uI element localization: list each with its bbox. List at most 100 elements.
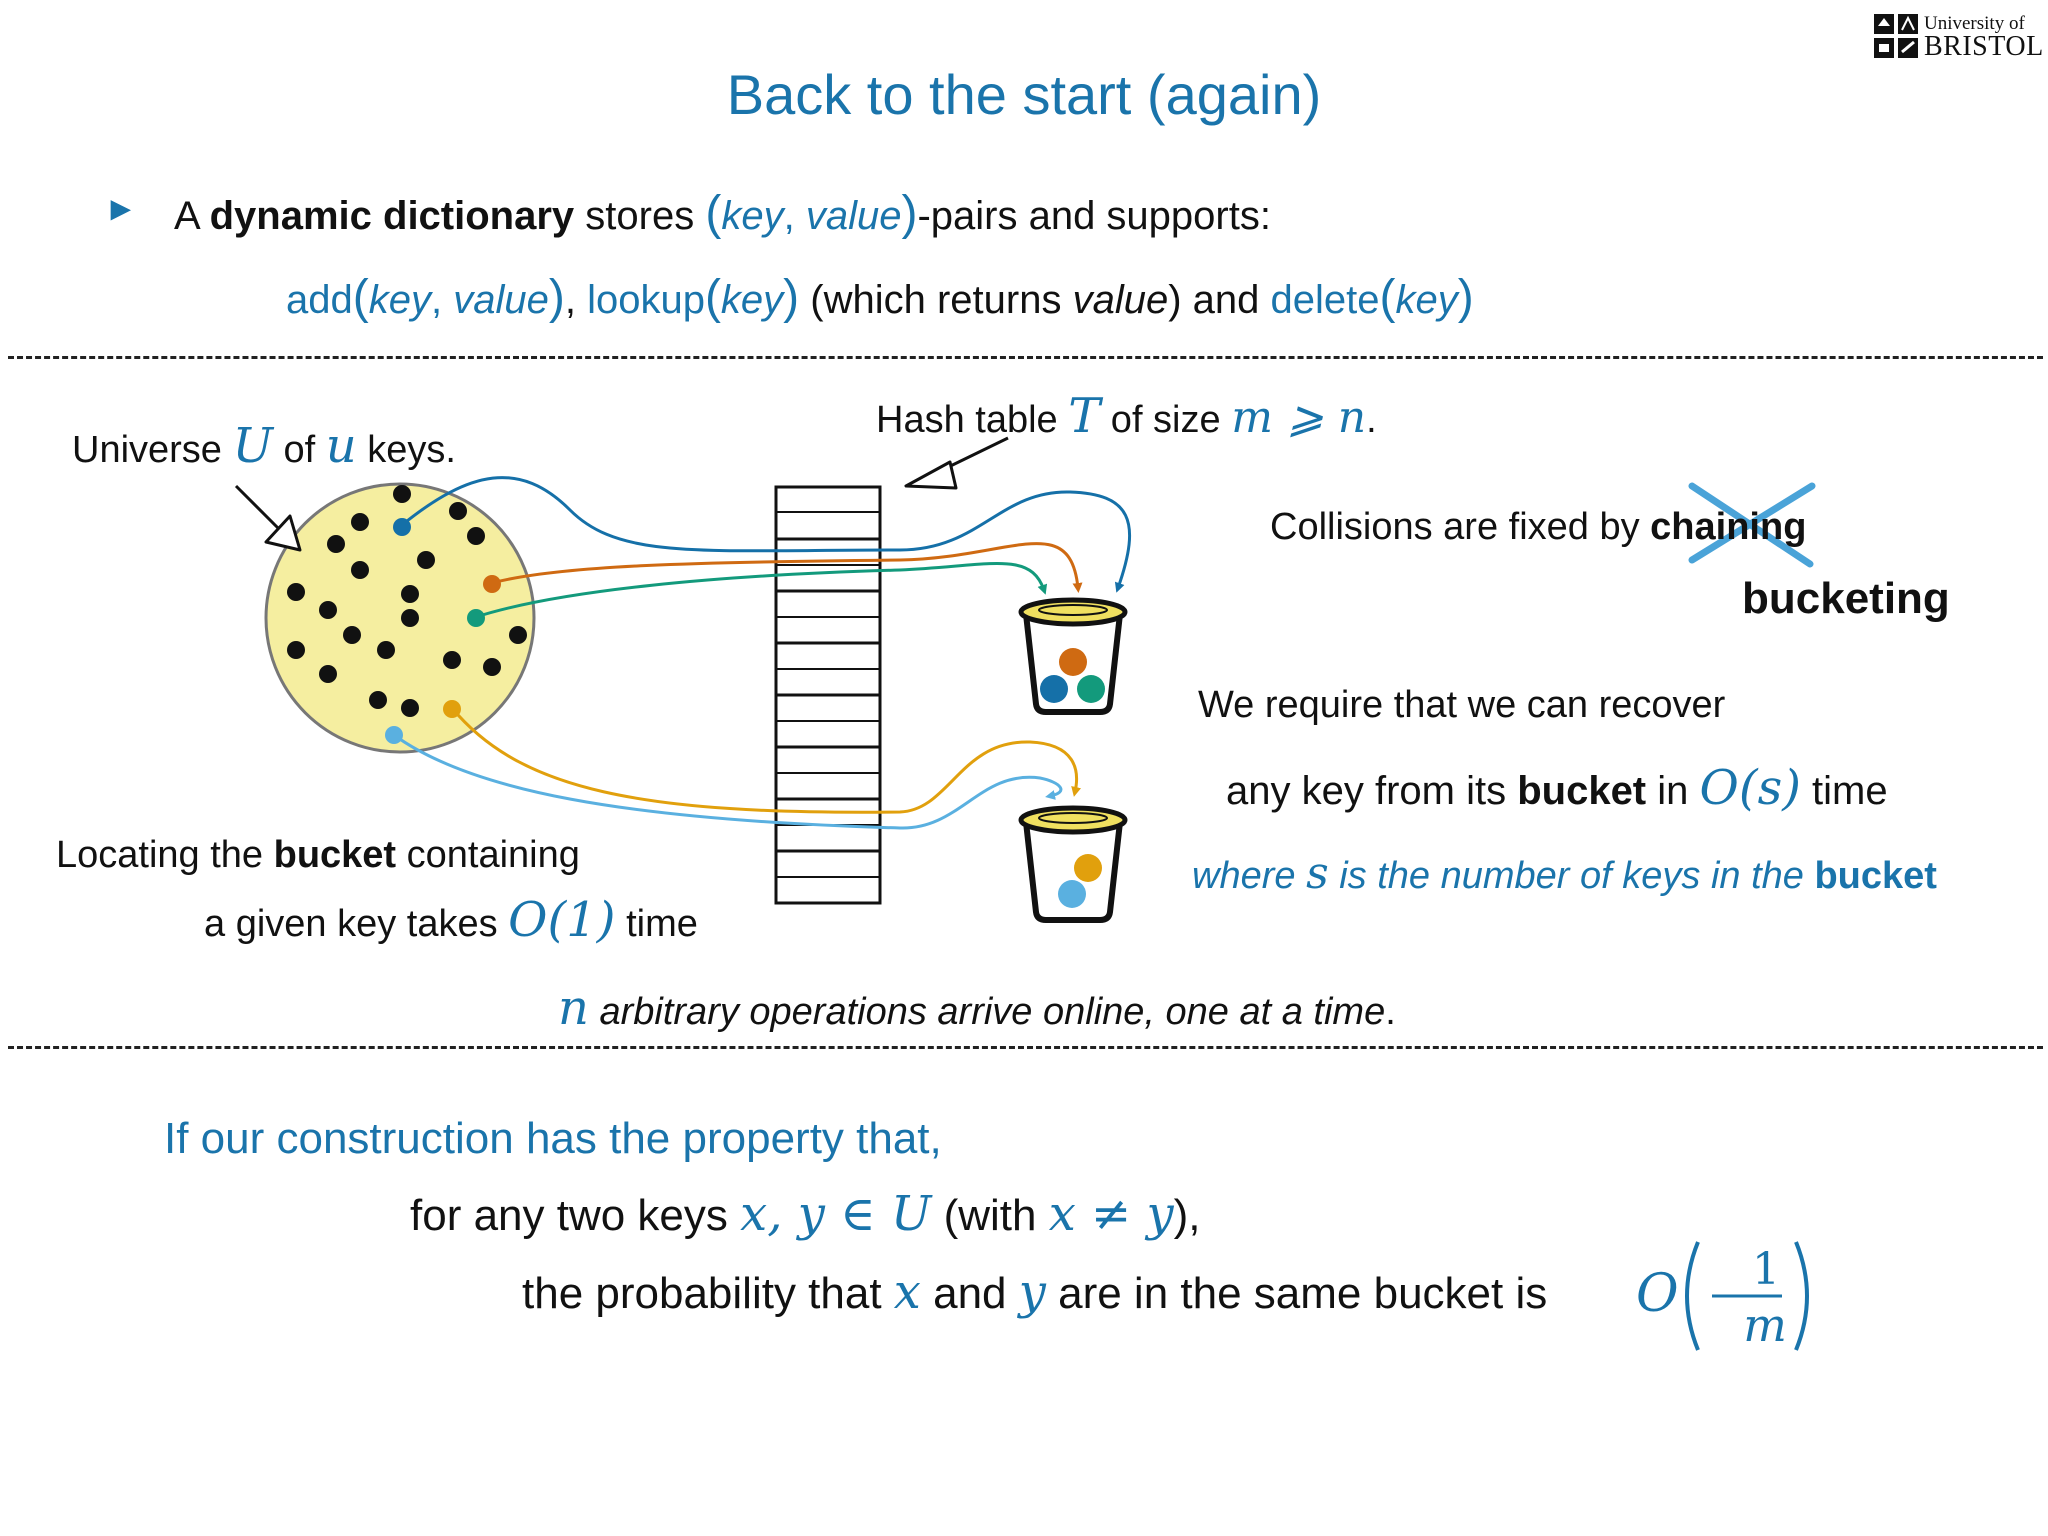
hash-table-label-pre: Hash table [876,399,1069,441]
slide-title: Back to the start (again) [726,63,1322,126]
property-line3: the probability that x and y are in the … [522,1264,1547,1320]
bottom-divider [8,1046,2043,1049]
intro-pairs-supports: -pairs and supports: [917,194,1271,238]
online-period: . [1385,991,1396,1033]
mapping-curve-teal [475,562,1048,619]
property-neq-math: x ≠ y [1048,1186,1174,1242]
universe-label: Universe U of u keys. [72,418,456,474]
hash-table-pointer-arrow [904,436,1009,490]
mapping-curve-amber [450,707,1081,814]
hash-table-symbol-T: T [1068,388,1101,444]
property-line1: If our construction has the property tha… [164,1114,942,1163]
locating-line1-pre: Locating the [56,834,274,876]
locating-line2: a given key takes O(1) time [204,892,698,948]
universe-symbol-u: u [325,418,357,474]
collisions-label: Collisions are fixed by chaining [1270,506,1806,549]
intro-pair-comma: , [783,194,806,238]
recover-line3-s: s [1306,848,1329,899]
recover-line2-complexity: O(s) [1699,760,1801,816]
property-line2-post: ), [1173,1191,1201,1240]
hash-table-label-of-size: of size [1100,399,1232,441]
recover-line3-pre: where [1192,855,1307,897]
hash-table-size-condition: m ⩾ n [1231,392,1367,443]
online-text: arbitrary operations arrive online, one … [588,991,1386,1033]
chaining-cross-icon [1688,482,1816,568]
key-dot-light-blue [385,726,403,744]
op-add-close: ) [548,271,565,324]
recover-line2: any key from its bucket in O(s) time [1226,760,1888,816]
property-line3-pre: the probability that [522,1269,894,1318]
universe-label-pre: Universe [72,429,233,471]
key-dot-dark-blue [393,518,411,536]
intro-pair-close: ) [901,187,918,240]
fraction-denominator: m [1743,1298,1787,1352]
op-add-open: ( [352,271,369,324]
op-add-comma: , [430,278,454,322]
locating-line1: Locating the bucket containing [56,834,580,877]
mapping-curve-light-blue [393,733,1063,830]
recover-line2-bucket: bucket [1517,769,1647,813]
operations-line: add(key, value), lookup(key) (which retu… [286,270,1474,325]
logo-line2: BRISTOL [1924,31,2044,62]
locating-line1-post: containing [396,834,580,876]
intro-term: dynamic dictionary [209,194,575,238]
key-dot-orange [483,575,501,593]
intro-pair-value: value [805,194,902,238]
fraction-numerator: 1 [1752,1244,1780,1295]
crest-icon [1874,14,1918,58]
recover-line3: where s is the number of keys in the buc… [1192,848,1937,899]
op-delete-close: ) [1457,271,1474,324]
locating-line1-bucket: bucket [273,834,397,876]
op-lookup-key: key [720,278,784,322]
op-returns-value: value [1072,278,1169,322]
intro-pair-key: key [721,194,784,238]
intro-a: A [174,194,199,238]
property-line3-post: are in the same bucket is [1045,1269,1548,1318]
universe-key-dots [287,485,527,717]
universe-pointer-arrow [234,484,302,552]
intro-line: A dynamic dictionary stores (key, value)… [174,186,1271,241]
university-logo: University of BRISTOL [1872,12,2044,68]
collisions-bucketing: bucketing [1742,574,1950,623]
mapping-curve-dark-blue [401,476,1132,593]
op-lookup-open: ( [704,271,721,324]
recover-line3-bucket: bucket [1814,855,1937,897]
collisions-chaining: chaining [1650,506,1807,548]
locating-line2-pre: a given key takes [204,903,509,945]
key-dot-amber [443,700,461,718]
intro-stores: stores [585,194,695,238]
recover-line3-mid: is the number of keys in the [1328,855,1815,897]
locating-line2-complexity: O(1) [508,892,616,948]
op-returns-pre: (which returns [799,278,1073,322]
op-lookup-close: ) [783,271,800,324]
recover-line2-pre: any key from its [1226,769,1518,813]
universe-label-of: of [272,429,326,471]
property-line2-with: (with [931,1191,1049,1240]
op-returns-post: ) and [1168,278,1271,322]
top-divider [8,356,2043,359]
recover-line2-post: time [1800,769,1888,813]
intro-pair-open: ( [705,187,722,240]
property-symbol-y: y [1018,1264,1046,1320]
op-lookup: lookup [587,278,705,322]
property-line2: for any two keys x, y ∈ U (with x ≠ y), [410,1186,1201,1242]
probability-O: O [1636,1264,1679,1324]
recover-line2-in: in [1646,769,1700,813]
bucket-2-icon [1018,805,1128,923]
recover-line1: We require that we can recover [1198,684,1726,726]
fraction-parentheses-icon [1685,1241,1809,1351]
universe-symbol-U: U [232,418,273,474]
hash-table-label-post: . [1366,399,1377,441]
op-sep1: , [564,278,588,322]
locating-line2-post: time [615,903,698,945]
op-add-value: value [453,278,549,322]
mapping-curve-orange [491,542,1083,593]
property-line2-pre: for any two keys [410,1191,741,1240]
probability-bound: O 1 m [1636,1236,1822,1356]
property-symbol-x: x [893,1264,921,1320]
op-add-key: key [368,278,431,322]
op-delete: delete [1270,278,1380,322]
online-line: n arbitrary operations arrive online, on… [558,980,1396,1036]
universe-label-post: keys. [356,429,456,471]
